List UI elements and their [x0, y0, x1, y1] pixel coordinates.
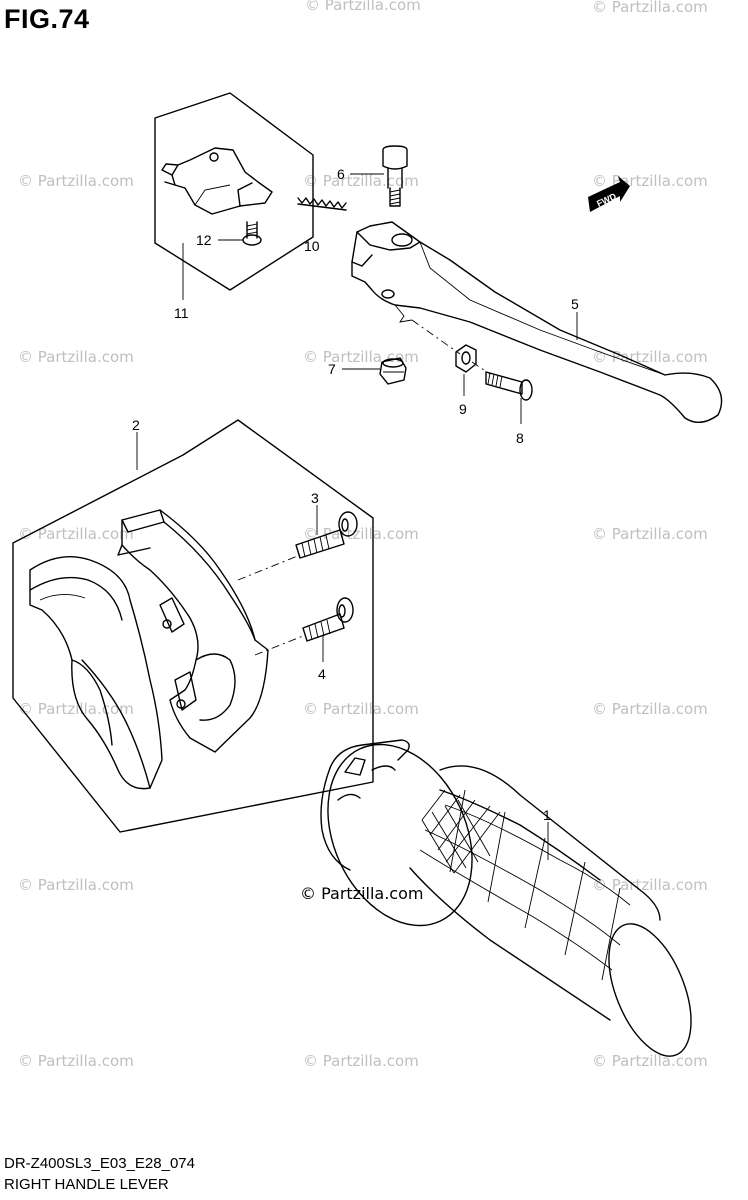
pivot-bolt-6 [382, 145, 408, 207]
callout-1: 1 [543, 807, 551, 823]
watermark: © Partzilla.com [303, 1052, 419, 1070]
cap-nut-7 [379, 357, 407, 385]
bolt-4 [302, 597, 354, 642]
callout-2: 2 [132, 417, 140, 433]
watermark: © Partzilla.com [592, 876, 708, 894]
watermark-overlay: © Partzilla.com [300, 884, 424, 903]
callout-8: 8 [516, 430, 524, 446]
callout-4: 4 [318, 666, 326, 682]
watermark: © Partzilla.com [303, 348, 419, 366]
bracket-box-outline [12, 419, 374, 833]
model-code: DR-Z400SL3_E03_E28_074 [4, 1155, 195, 1172]
bolt-8 [485, 371, 533, 401]
axis-line [254, 635, 304, 656]
callout-3: 3 [311, 490, 319, 506]
bracket-holder-rear [29, 555, 163, 790]
watermark: © Partzilla.com [303, 700, 419, 718]
watermark: © Partzilla.com [592, 525, 708, 543]
watermark: © Partzilla.com [18, 876, 134, 894]
axis-line [411, 319, 461, 355]
spring-10 [297, 197, 347, 211]
watermark: © Partzilla.com [592, 348, 708, 366]
callout-9: 9 [459, 401, 467, 417]
watermark: © Partzilla.com [18, 525, 134, 543]
callout-7: 7 [328, 361, 336, 377]
axis-line [237, 554, 301, 581]
watermark: © Partzilla.com [592, 700, 708, 718]
watermark: © Partzilla.com [592, 1052, 708, 1070]
hex-nut-9 [455, 344, 477, 373]
watermark: © Partzilla.com [18, 348, 134, 366]
watermark: © Partzilla.com [303, 172, 419, 190]
bracket-holder-front [117, 509, 269, 753]
throttle-grip-1 [320, 739, 692, 1057]
screw-12 [242, 221, 262, 246]
brake-lever-5 [351, 221, 723, 423]
callout-6: 6 [337, 166, 345, 182]
callout-11: 11 [174, 305, 189, 321]
callout-12: 12 [196, 232, 212, 248]
watermark: © Partzilla.com [592, 0, 708, 16]
switch-box-outline [154, 92, 314, 291]
watermark: © Partzilla.com [18, 172, 134, 190]
fwd-direction-badge: FWD [588, 176, 630, 212]
figure-caption: RIGHT HANDLE LEVER [4, 1176, 169, 1193]
figure-title: FIG.74 [4, 4, 90, 34]
watermark: © Partzilla.com [303, 525, 419, 543]
brake-switch [161, 147, 273, 215]
callout-10: 10 [304, 238, 320, 254]
bolt-3 [295, 511, 358, 559]
callout-5: 5 [571, 296, 579, 312]
watermark: © Partzilla.com [18, 1052, 134, 1070]
watermark: © Partzilla.com [305, 0, 421, 14]
